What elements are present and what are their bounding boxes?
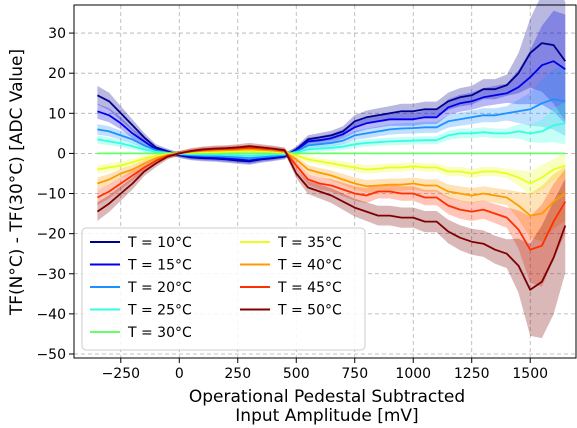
legend-label: T = 35°C (277, 235, 342, 251)
y-tick-label: −40 (36, 307, 66, 323)
legend-box (81, 227, 366, 351)
legend-label: T = 10°C (127, 235, 192, 251)
y-axis-ticks: −50 −40 −30 −20 −10 0 10 20 30 (36, 26, 74, 363)
y-tick-label: −30 (36, 267, 66, 283)
legend-label: T = 20°C (127, 280, 192, 296)
x-tick-label: 1000 (395, 366, 431, 382)
x-tick-label: −250 (102, 366, 140, 382)
x-tick-label: 0 (175, 366, 184, 382)
x-axis-label-line1: Operational Pedestal Subtracted (189, 387, 465, 407)
x-tick-label: 1250 (454, 366, 490, 382)
legend-label: T = 30°C (127, 325, 192, 341)
y-tick-label: −50 (36, 347, 66, 363)
legend-label: T = 15°C (127, 258, 192, 274)
error-band (97, 0, 566, 165)
y-tick-label: −10 (36, 187, 66, 203)
x-tick-label: 500 (283, 366, 310, 382)
y-tick-label: 0 (57, 146, 66, 162)
error-band (97, 142, 566, 339)
plot-frame (73, 4, 577, 359)
error-band (97, 146, 566, 242)
y-tick-label: 20 (48, 66, 66, 82)
grid (74, 5, 577, 358)
x-tick-label: 1500 (512, 366, 548, 382)
series-line (96, 145, 567, 291)
y-axis-label: TF(N°C) - TF(30°C) [ADC Value] (7, 49, 27, 316)
x-axis-label-line2: Input Amplitude [mV] (235, 406, 418, 426)
legend-label: T = 45°C (277, 280, 342, 296)
legend-label: T = 25°C (127, 303, 192, 319)
error-band (97, 148, 566, 196)
y-tick-label: 10 (48, 106, 66, 122)
error-band (97, 144, 566, 287)
x-axis-ticks: −250 0 250 500 750 1000 1250 1500 (102, 358, 548, 382)
y-tick-label: 30 (48, 26, 66, 42)
series-lines (96, 42, 567, 291)
legend-label: T = 50°C (277, 303, 342, 319)
legend: T = 10°C T = 15°C T = 20°C T = 25°C T = 30°C… (81, 227, 366, 351)
legend-label: T = 40°C (277, 258, 342, 274)
x-tick-label: 250 (224, 366, 251, 382)
y-tick-label: −20 (36, 227, 66, 243)
x-tick-label: 750 (341, 366, 368, 382)
